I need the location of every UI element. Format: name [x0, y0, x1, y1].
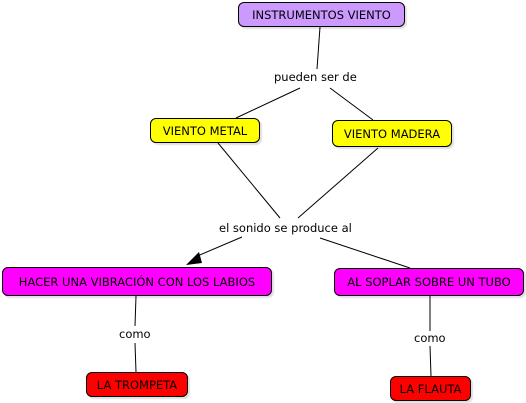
- node-viento-madera[interactable]: VIENTO MADERA: [332, 120, 452, 147]
- link-label-como-left: como: [117, 327, 153, 341]
- node-instrumentos-viento[interactable]: INSTRUMENTOS VIENTO: [238, 2, 405, 27]
- connector-line: [194, 236, 243, 258]
- node-label: AL SOPLAR SOBRE UN TUBO: [347, 275, 511, 289]
- node-label: VIENTO MADERA: [343, 126, 441, 141]
- node-label: HACER UNA VIBRACIÓN CON LOS LABIOS: [18, 274, 256, 289]
- node-label: VIENTO METAL: [162, 123, 248, 138]
- connector-line: [134, 342, 137, 373]
- node-label: LA TROMPETA: [96, 377, 178, 392]
- connector-line: [217, 142, 281, 219]
- node-vibracion-labios[interactable]: HACER UNA VIBRACIÓN CON LOS LABIOS: [2, 267, 272, 296]
- connector-line: [297, 147, 379, 219]
- connector-line: [429, 345, 432, 377]
- node-label: LA FLAUTA: [399, 381, 462, 396]
- node-label: INSTRUMENTOS VIENTO: [252, 7, 391, 22]
- arrowhead-icon: [186, 252, 202, 265]
- connector-line: [329, 87, 374, 121]
- link-label-sonido-se-produce: el sonido se produce al: [217, 221, 354, 235]
- connector-line: [134, 295, 137, 327]
- node-viento-metal[interactable]: VIENTO METAL: [150, 118, 260, 143]
- link-label-pueden-ser-de: pueden ser de: [272, 70, 359, 84]
- connector-line: [316, 26, 321, 70]
- node-la-trompeta[interactable]: LA TROMPETA: [86, 372, 188, 397]
- link-label-como-right: como: [412, 331, 448, 345]
- node-soplar-tubo[interactable]: AL SOPLAR SOBRE UN TUBO: [334, 268, 524, 296]
- node-la-flauta[interactable]: LA FLAUTA: [390, 376, 471, 401]
- connector-line: [319, 237, 411, 269]
- connector-line: [235, 87, 301, 119]
